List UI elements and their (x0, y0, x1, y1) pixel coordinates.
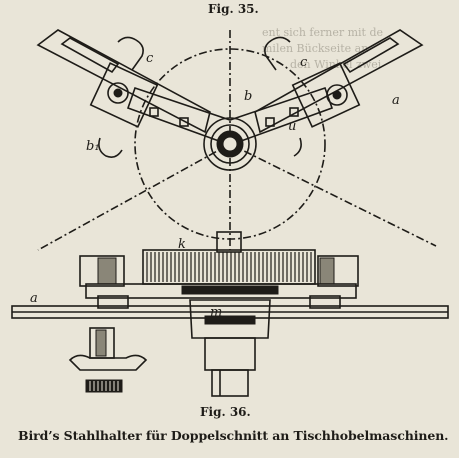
right-tool-block (317, 255, 359, 287)
right-slot (342, 37, 400, 74)
shaft-end (211, 369, 249, 397)
right-support (309, 295, 341, 309)
figure-35-label: Fig. 35. (208, 2, 259, 16)
bleed-through-line: ent sich ferner mit de (262, 26, 384, 39)
left-clamp-block (89, 62, 159, 128)
label-m: m (210, 305, 222, 320)
label-a-top: a (392, 93, 400, 108)
figure-35-drawing: c c a b u b₁ (36, 29, 437, 251)
right-cutter (264, 36, 302, 157)
figure-caption: Bird’s Stahlhalter für Doppelschnitt an … (18, 428, 449, 443)
figure-36-drawing: k a m (11, 231, 449, 397)
lower-shaft (204, 337, 256, 371)
center-v-bar (126, 86, 334, 146)
label-b: b (244, 89, 252, 104)
gear-teeth (146, 252, 312, 282)
left-support (97, 295, 129, 309)
center-line (229, 143, 437, 247)
worm-gear (142, 249, 316, 285)
tool-post-base (85, 379, 123, 393)
figure-36-label: Fig. 36. (200, 405, 251, 419)
label-k: k (178, 237, 186, 252)
tool-post-jaws (68, 354, 148, 371)
label-c-left: c (146, 51, 154, 66)
left-tool-block (79, 255, 125, 287)
label-c-right: c (300, 55, 308, 70)
left-slot (60, 37, 120, 74)
carriage-frame (85, 283, 357, 299)
bleed-through-line: milen Bückseite an (262, 42, 369, 55)
label-a-bottom: a (30, 291, 38, 306)
label-b1: b₁ (86, 139, 100, 154)
central-hub-ring (210, 124, 250, 164)
left-cutter (98, 36, 144, 158)
central-hub-outer (203, 117, 257, 171)
lower-housing (189, 299, 271, 339)
screw (149, 107, 159, 117)
spindle-top (216, 231, 242, 253)
screw (179, 117, 189, 127)
screw (265, 117, 275, 127)
left-pivot-bolt (107, 82, 129, 104)
right-clamp-block (291, 62, 361, 128)
right-pivot-bolt (326, 84, 348, 106)
label-u: u (288, 119, 296, 134)
screw (289, 107, 299, 117)
center-line (37, 143, 231, 251)
